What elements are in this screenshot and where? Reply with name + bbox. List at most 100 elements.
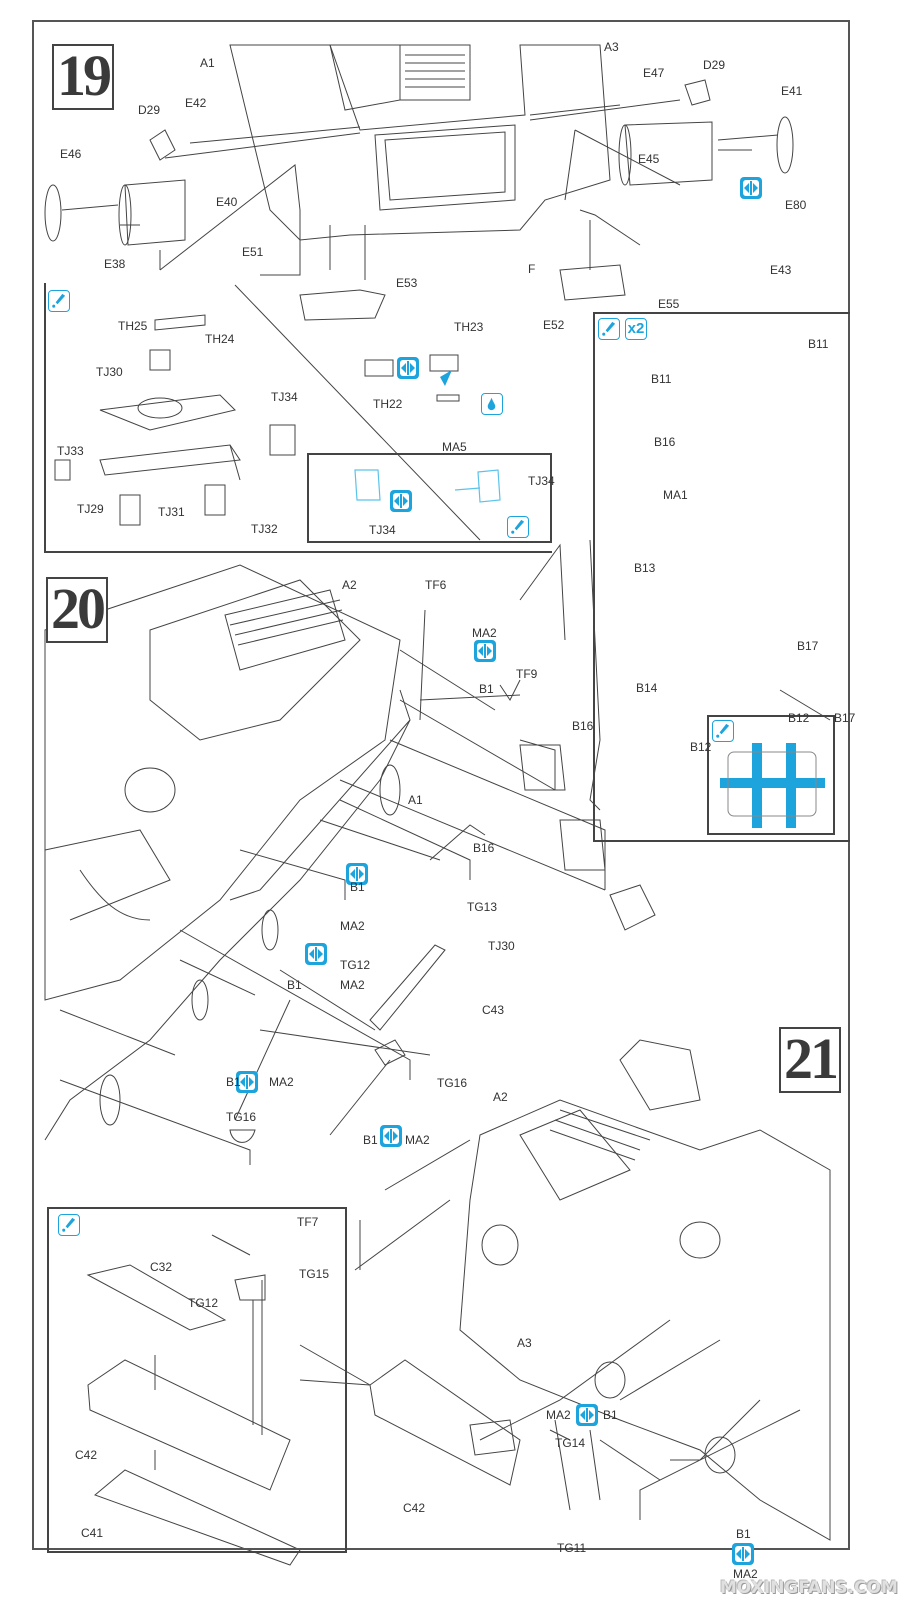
part-label: B12: [788, 711, 810, 725]
tray-e52: [559, 264, 626, 301]
part-label: E55: [658, 297, 680, 311]
part-label: TJ31: [158, 505, 185, 519]
part-label: TH25: [118, 319, 148, 333]
hull-top: [44, 564, 401, 1001]
part-label: B11: [808, 337, 829, 351]
part-label: TF6: [425, 578, 447, 592]
part-label: B1: [287, 978, 302, 992]
part-label: TJ34: [369, 523, 396, 537]
choice-icon: [380, 1125, 402, 1147]
part-label: B1: [736, 1527, 751, 1541]
part-label: TG15: [299, 1267, 330, 1281]
part-label: TJ30: [488, 939, 515, 953]
inset-jerrycan-rack: [593, 312, 850, 842]
part-label: MA1: [663, 488, 688, 502]
watermark: MOXINGFANS.COM: [720, 1578, 898, 1598]
tray-e53: [299, 289, 386, 321]
part-label: E47: [643, 66, 665, 80]
muffler-cap-left: [44, 184, 62, 242]
step-number-21: 21: [779, 1027, 841, 1093]
part-label: TJ30: [96, 365, 123, 379]
c41-tray: [94, 1469, 301, 1566]
part-label: B1: [603, 1408, 618, 1422]
part-label: B14: [636, 681, 658, 695]
part-label: TJ33: [57, 444, 84, 458]
part-label: E45: [638, 152, 660, 166]
part-label: TJ29: [77, 502, 104, 516]
muffler-cap-right: [776, 116, 794, 174]
part-label: TJ34: [528, 474, 555, 488]
part-label: E53: [396, 276, 418, 290]
steering-wheel: [124, 767, 176, 813]
part-label: D29: [138, 103, 161, 117]
part-label: C41: [81, 1526, 104, 1540]
part-label: B12: [690, 740, 712, 754]
glue-icon: [598, 318, 620, 340]
choice-icon: [390, 490, 412, 512]
part-label: E52: [543, 318, 565, 332]
part-label: A2: [342, 578, 357, 592]
part-label: A1: [408, 793, 423, 807]
glue-icon: [48, 290, 70, 312]
c43-bar: [369, 944, 446, 1031]
part-label: A1: [200, 56, 215, 70]
part-label: B16: [473, 841, 495, 855]
choice-icon: [346, 863, 368, 885]
step-number-19: 19: [52, 44, 114, 110]
choice-icon: [576, 1404, 598, 1426]
part-label: E42: [185, 96, 207, 110]
step-number-20: 20: [46, 577, 108, 643]
inset-turntable-subassembly: [44, 283, 552, 553]
muffler-right: [624, 121, 713, 186]
part-label: B17: [834, 711, 856, 725]
part-label: B1: [363, 1133, 378, 1147]
part-label: TG16: [226, 1110, 257, 1124]
glue-icon: [58, 1214, 80, 1236]
glue-icon: [712, 720, 734, 742]
part-label: MA5: [442, 440, 467, 454]
part-label: F: [528, 262, 536, 276]
hull-21: [459, 1099, 831, 1541]
part-label: TH22: [373, 397, 403, 411]
choice-icon: [474, 640, 496, 662]
part-label: MA2: [472, 626, 497, 640]
part-label: TF7: [297, 1215, 319, 1229]
hull-grille: [399, 44, 471, 101]
instruction-page-frame: [32, 20, 850, 1550]
paint-icon: [481, 393, 503, 415]
part-label: MA2: [269, 1075, 294, 1089]
choice-icon: [236, 1071, 258, 1093]
part-label: A3: [517, 1336, 532, 1350]
part-label: TG13: [467, 900, 498, 914]
c42-box: [87, 1359, 291, 1491]
turntable: [99, 394, 236, 431]
part-label: E80: [785, 198, 807, 212]
part-label: TG12: [188, 1296, 219, 1310]
choice-icon: [397, 357, 419, 379]
part-label: MA2: [340, 978, 365, 992]
part-label: TG16: [437, 1076, 468, 1090]
glue-icon: [507, 516, 529, 538]
part-label: MA2: [546, 1408, 571, 1422]
part-label: E38: [104, 257, 126, 271]
jerrycan-rack-1: [519, 744, 566, 791]
part-label: E40: [216, 195, 238, 209]
part-label: A2: [493, 1090, 508, 1104]
part-label: TG11: [557, 1541, 587, 1555]
part-label: B1: [226, 1075, 241, 1089]
part-label: E41: [781, 84, 803, 98]
part-label: A3: [604, 40, 619, 54]
part-label: B16: [654, 435, 676, 449]
part-label: B16: [572, 719, 594, 733]
part-label: B11: [651, 372, 672, 386]
inset-rack-detail: [707, 715, 835, 835]
multiplier-label: x2: [627, 320, 645, 337]
times-two-icon: x2: [625, 318, 647, 340]
part-label: E43: [770, 263, 792, 277]
jerrycan-rack-2: [559, 819, 606, 871]
part-label: D29: [703, 58, 726, 72]
part-label: MA2: [733, 1567, 758, 1581]
part-label: TF9: [516, 667, 538, 681]
part-label: TH23: [454, 320, 484, 334]
